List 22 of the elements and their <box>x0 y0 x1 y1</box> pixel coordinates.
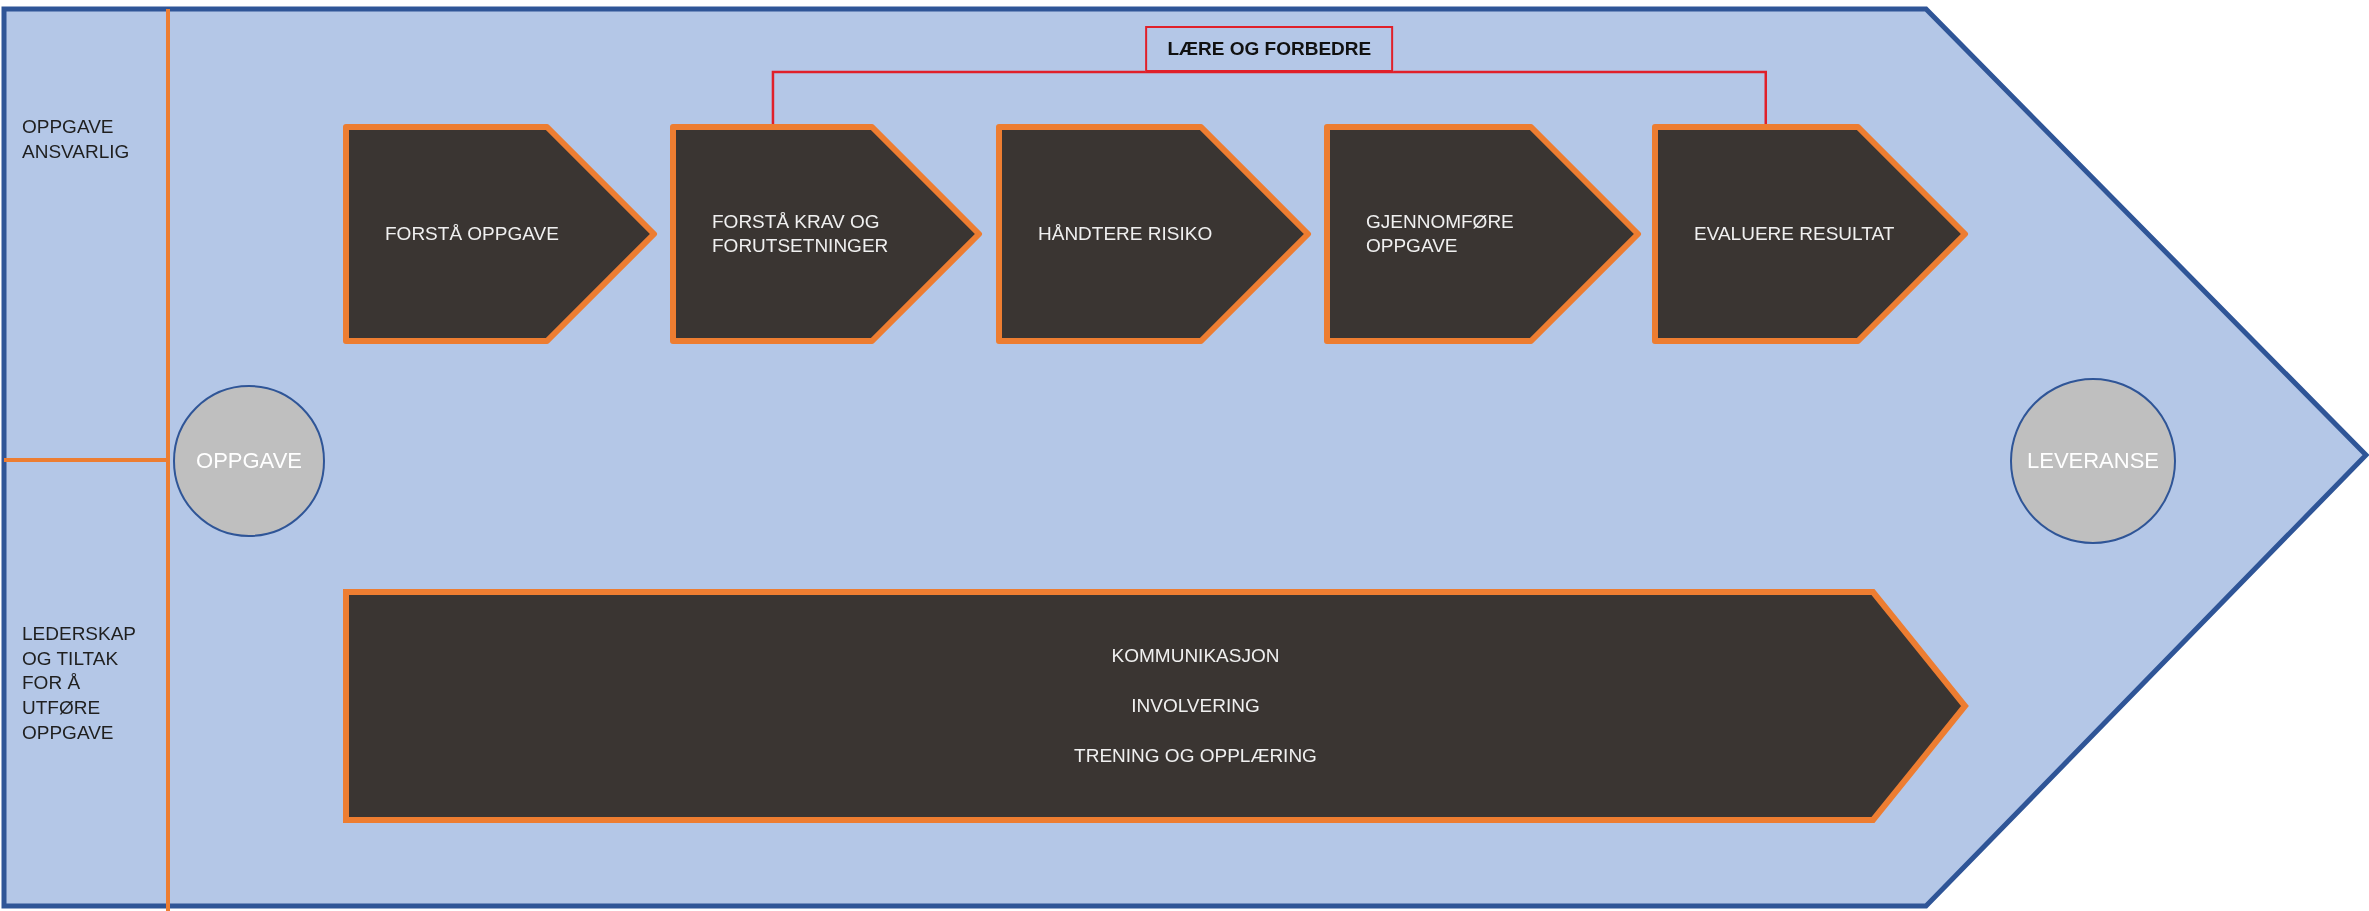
node-text: INVOLVERING <box>1131 694 1260 718</box>
process-pentagon <box>1324 124 1641 344</box>
node-text: EVALUERE RESULTAT <box>1694 222 1895 246</box>
process-pentagon <box>1652 124 1968 344</box>
bracket-connector <box>771 70 1767 124</box>
node-text: GJENNOMFØRE OPPGAVE <box>1366 210 1515 258</box>
circle-node <box>173 385 325 537</box>
edge-label: LÆRE OG FORBEDRE <box>1145 26 1394 72</box>
node-text: TRENING OG OPPLÆRING <box>1074 743 1317 768</box>
process-pentagon <box>996 124 1311 344</box>
process-pentagon <box>343 124 657 344</box>
process-banner <box>343 589 1968 823</box>
row-label: LEDERSKAP OG TILTAK FOR Å UTFØRE OPPGAVE <box>22 622 137 745</box>
circle-node <box>2010 378 2176 544</box>
row-label: OPPGAVE ANSVARLIG <box>22 115 131 164</box>
node-text: LEVERANSE <box>2026 447 2160 475</box>
node-text: FORSTÅ KRAV OG FORUTSETNINGER <box>712 210 890 258</box>
node-text: HÅNDTERE RISIKO <box>1038 222 1213 246</box>
node-text: FORSTÅ OPPGAVE <box>385 222 559 246</box>
node-text: KOMMUNIKASJON <box>1111 644 1280 669</box>
process-pentagon <box>670 124 982 344</box>
node-text: OPPGAVE <box>196 447 302 475</box>
